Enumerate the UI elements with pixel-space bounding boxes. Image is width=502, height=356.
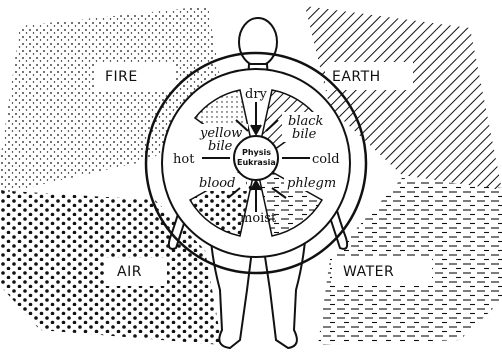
hot-label: hot: [173, 152, 195, 167]
fire-label: FIRE: [105, 69, 138, 85]
earth-label: EARTH: [332, 69, 381, 85]
blood-label: blood: [199, 176, 235, 191]
moist-label: moist: [240, 211, 277, 226]
black-bile-label-2: bile: [292, 127, 317, 142]
water-label: WATER: [343, 264, 394, 280]
phlegm-label: phlegm: [287, 176, 336, 191]
yellow-bile-label-2: bile: [208, 139, 233, 154]
air-label: AIR: [117, 264, 142, 280]
center-label-2: Eukrasia: [237, 158, 276, 167]
dry-label: dry: [245, 87, 268, 102]
center-label-1: Physis: [242, 148, 271, 157]
cold-label: cold: [312, 152, 340, 167]
